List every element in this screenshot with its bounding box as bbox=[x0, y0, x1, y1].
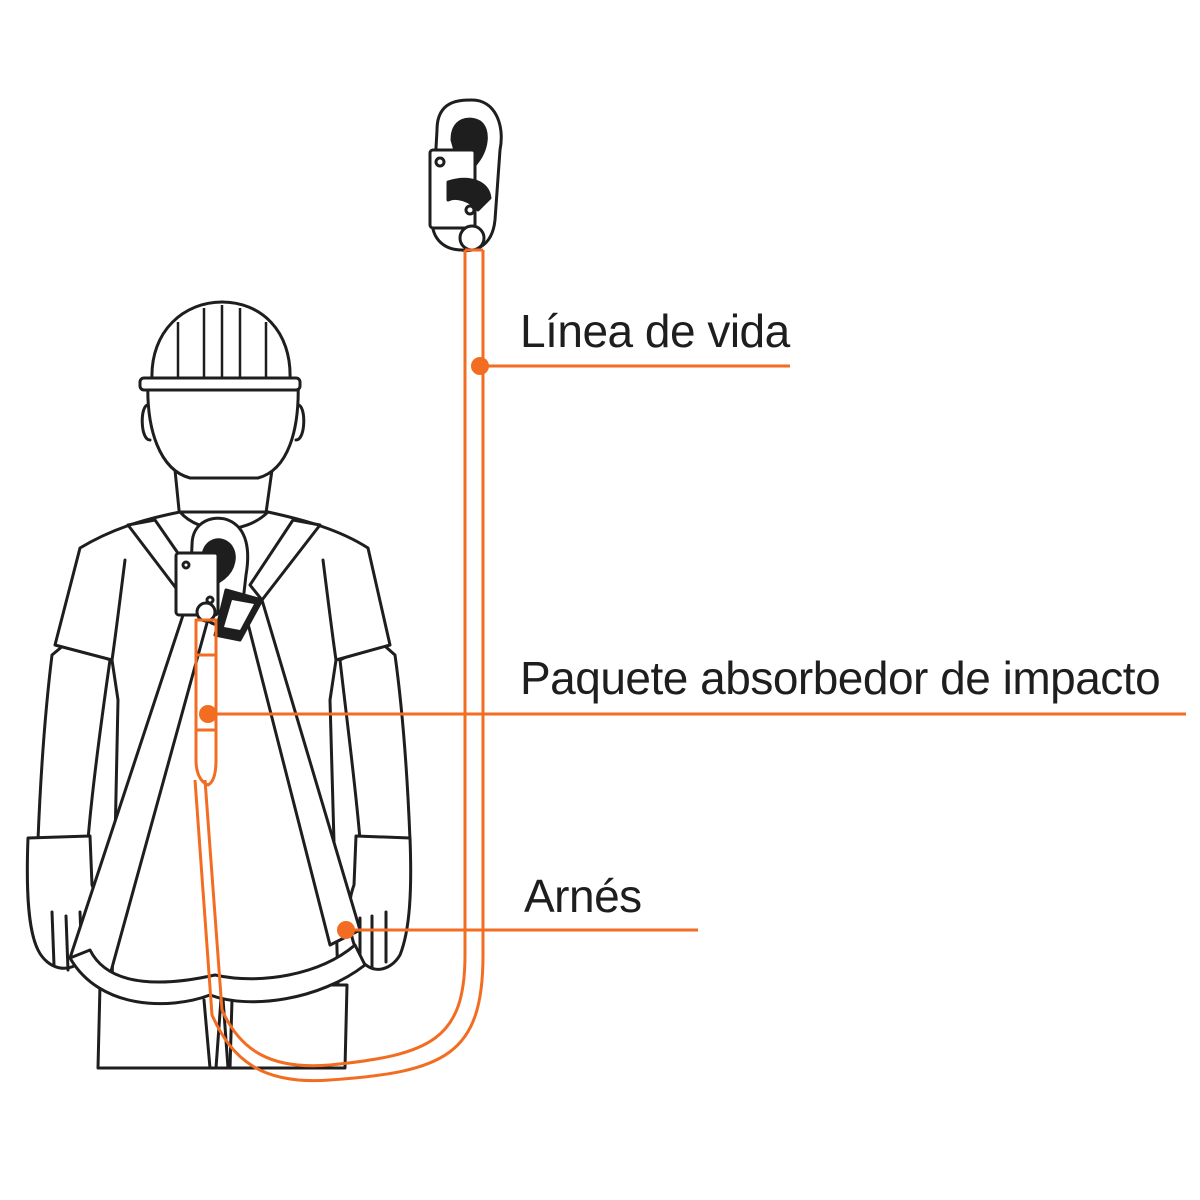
ears bbox=[140, 403, 306, 442]
shock-absorber-pack bbox=[194, 618, 218, 787]
hard-hat-icon bbox=[138, 300, 302, 392]
label-linea-de-vida: Línea de vida bbox=[520, 305, 790, 357]
life-line-inner bbox=[193, 250, 485, 1083]
snap-hook-icon bbox=[428, 98, 503, 253]
dorsal-snap-hook-icon bbox=[174, 516, 264, 642]
harness-straps bbox=[68, 518, 367, 1006]
callout-dot-linea bbox=[471, 357, 489, 375]
right-shoulder-strap bbox=[248, 518, 322, 602]
callouts bbox=[199, 357, 1186, 939]
head bbox=[146, 378, 300, 480]
seat-strap bbox=[68, 943, 367, 1006]
callout-dot-paquete bbox=[199, 705, 217, 723]
shock-absorber-seams bbox=[196, 653, 216, 732]
life-line-outer bbox=[203, 250, 467, 1068]
sleeve-seams bbox=[110, 558, 338, 662]
label-arnes: Arnés bbox=[524, 870, 642, 922]
crotch bbox=[202, 998, 234, 1070]
right-arm bbox=[338, 638, 412, 842]
callout-dot-arnes bbox=[337, 921, 355, 939]
left-arm bbox=[36, 638, 112, 842]
label-paquete-absorbedor: Paquete absorbedor de impacto bbox=[520, 652, 1161, 704]
lanyard bbox=[193, 248, 485, 1083]
right-fingers bbox=[358, 910, 388, 970]
